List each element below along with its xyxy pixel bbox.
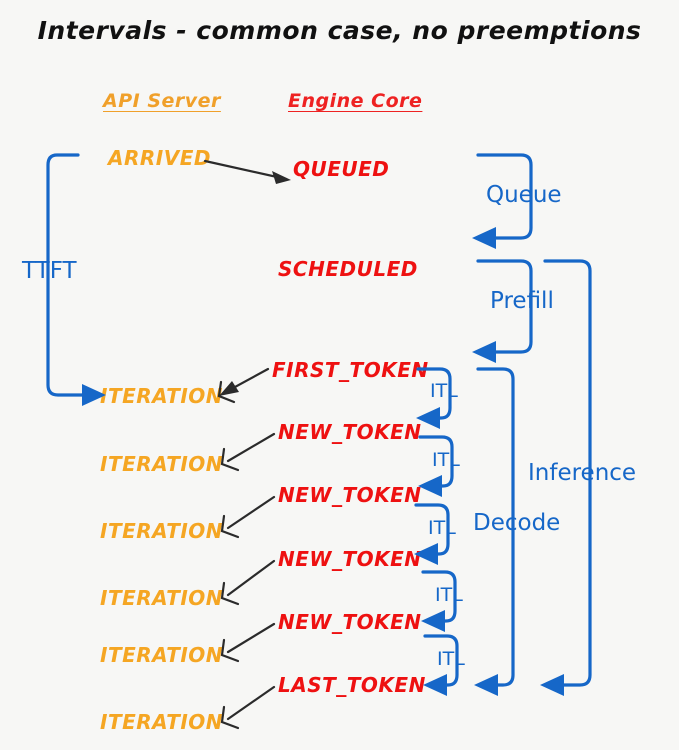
arrow-new-token-3-to-iteration-4 xyxy=(220,559,276,606)
arrow-new-token-4-to-iteration-5 xyxy=(220,622,276,663)
interval-label-queue: Queue xyxy=(486,182,562,208)
interval-label-itl-4: ITL xyxy=(435,584,463,606)
interval-label-ttft: TTFT xyxy=(22,258,77,284)
state-iteration-6: ITERATION xyxy=(100,710,224,734)
arrow-first-token-to-iteration-1 xyxy=(217,367,270,404)
state-queued: QUEUED xyxy=(293,157,390,181)
interval-label-itl-1: ITL xyxy=(430,380,458,402)
interval-label-itl-5: ITL xyxy=(437,648,465,670)
state-new-token-1: NEW_TOKEN xyxy=(278,420,422,444)
state-last-token: LAST_TOKEN xyxy=(278,673,426,697)
state-first-token: FIRST_TOKEN xyxy=(272,358,429,382)
interval-label-inference: Inference xyxy=(528,460,637,486)
state-scheduled: SCHEDULED xyxy=(278,257,418,281)
state-iteration-3: ITERATION xyxy=(100,519,224,543)
interval-label-prefill: Prefill xyxy=(490,288,554,314)
column-header-engine-core: Engine Core xyxy=(288,90,423,112)
interval-label-itl-3: ITL xyxy=(428,517,456,539)
interval-label-decode: Decode xyxy=(473,510,561,536)
arrow-arrived-to-queued xyxy=(203,159,291,184)
state-new-token-3: NEW_TOKEN xyxy=(278,547,422,571)
page-title: Intervals - common case, no preemptions xyxy=(37,16,642,45)
state-new-token-2: NEW_TOKEN xyxy=(278,483,422,507)
state-arrived: ARRIVED xyxy=(108,146,211,170)
arrow-new-token-1-to-iteration-2 xyxy=(220,432,276,472)
state-iteration-4: ITERATION xyxy=(100,586,224,610)
state-iteration-1: ITERATION xyxy=(100,384,224,408)
arrow-last-token-to-iteration-6 xyxy=(220,685,276,730)
state-iteration-5: ITERATION xyxy=(100,643,224,667)
column-header-api-server: API Server xyxy=(103,90,221,112)
interval-label-itl-2: ITL xyxy=(432,449,460,471)
arrow-new-token-2-to-iteration-3 xyxy=(220,495,276,539)
state-new-token-4: NEW_TOKEN xyxy=(278,610,422,634)
state-iteration-2: ITERATION xyxy=(100,452,224,476)
